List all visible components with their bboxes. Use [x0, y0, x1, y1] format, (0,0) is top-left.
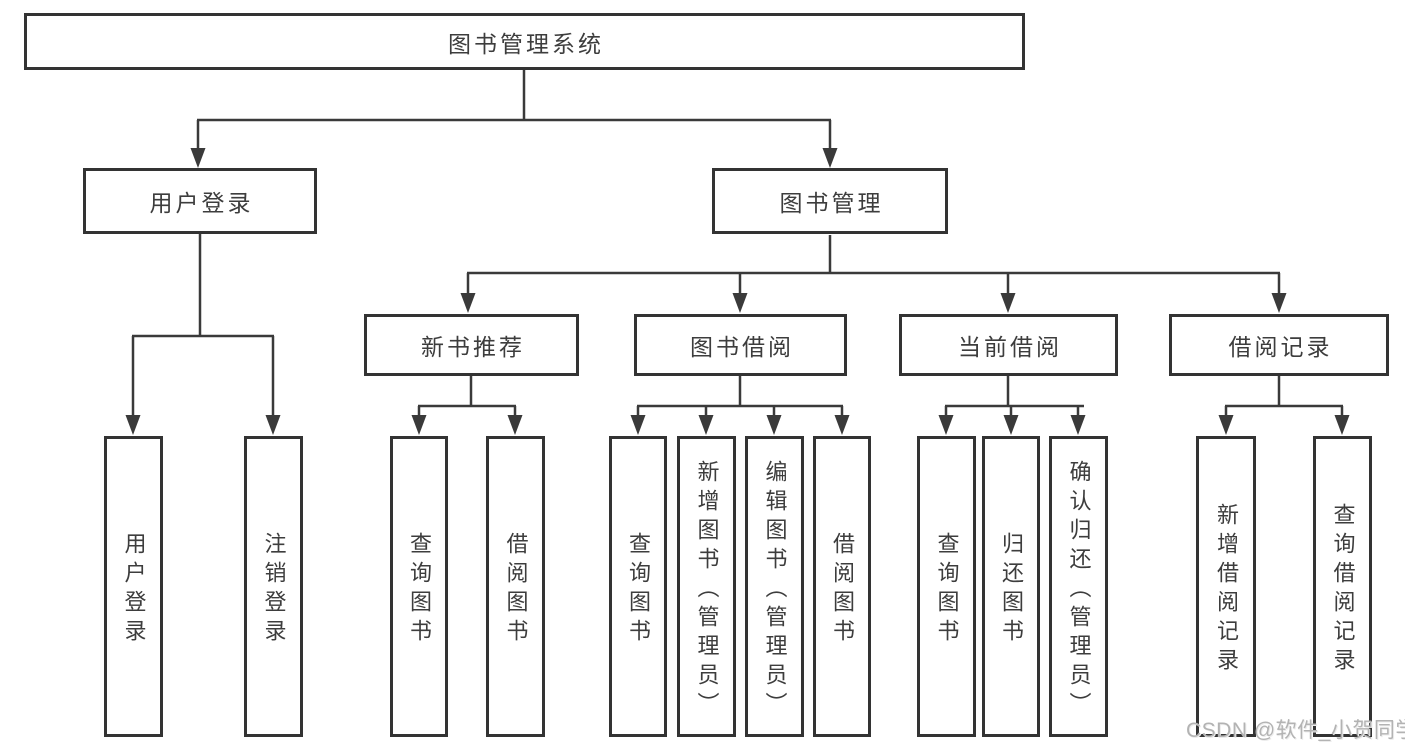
leaf-edit-book-admin-label: 编辑图书（管理员）	[762, 459, 788, 721]
leaf-add-borrow-record: 新增借阅记录	[1196, 436, 1256, 737]
node-book-management: 图书管理	[712, 168, 948, 234]
leaf-add-borrow-record-label: 新增借阅记录	[1214, 503, 1239, 677]
node-book-borrow-label: 图书借阅	[690, 334, 794, 360]
leaf-query-books-3-label: 查询图书	[934, 532, 960, 648]
node-current-borrow-label: 当前借阅	[958, 334, 1062, 360]
leaf-return-book-label: 归还图书	[999, 532, 1024, 648]
leaf-query-books-1: 查询图书	[390, 436, 448, 737]
leaf-query-books-3: 查询图书	[917, 436, 976, 737]
leaf-query-borrow-record: 查询借阅记录	[1313, 436, 1372, 737]
leaf-borrow-books-1: 借阅图书	[486, 436, 545, 737]
node-user-login-label: 用户登录	[149, 190, 254, 216]
node-root: 图书管理系统	[24, 13, 1025, 70]
leaf-user-login: 用户登录	[104, 436, 163, 737]
node-borrow-record-label: 借阅记录	[1228, 334, 1333, 360]
leaf-confirm-return-admin-label: 确认归还（管理员）	[1066, 459, 1092, 721]
leaf-query-books-2-label: 查询图书	[626, 532, 651, 648]
node-borrow-record: 借阅记录	[1169, 314, 1389, 376]
node-book-management-label: 图书管理	[779, 190, 884, 216]
leaf-user-login-label: 用户登录	[121, 532, 147, 648]
leaf-logout-login-label: 注销登录	[261, 532, 287, 648]
leaf-query-books-2: 查询图书	[609, 436, 667, 737]
node-user-login: 用户登录	[83, 168, 317, 234]
leaf-confirm-return-admin: 确认归还（管理员）	[1049, 436, 1108, 737]
leaf-borrow-books-1-label: 借阅图书	[503, 532, 529, 648]
node-book-borrow: 图书借阅	[634, 314, 847, 376]
node-new-book-recommend-label: 新书推荐	[421, 334, 525, 360]
node-current-borrow: 当前借阅	[899, 314, 1118, 376]
node-new-book-recommend: 新书推荐	[364, 314, 579, 376]
watermark: CSDN @软件_小贺同学	[1186, 719, 1405, 742]
leaf-query-books-1-label: 查询图书	[407, 532, 432, 648]
leaf-borrow-books-2: 借阅图书	[813, 436, 871, 737]
leaf-query-borrow-record-label: 查询借阅记录	[1330, 503, 1356, 677]
leaf-logout-login: 注销登录	[244, 436, 303, 737]
leaf-borrow-books-2-label: 借阅图书	[830, 532, 855, 648]
leaf-add-book-admin-label: 新增图书（管理员）	[694, 459, 720, 721]
leaf-add-book-admin: 新增图书（管理员）	[677, 436, 736, 737]
node-root-label: 图书管理系统	[448, 30, 604, 57]
leaf-edit-book-admin: 编辑图书（管理员）	[745, 436, 804, 737]
leaf-return-book: 归还图书	[982, 436, 1040, 737]
